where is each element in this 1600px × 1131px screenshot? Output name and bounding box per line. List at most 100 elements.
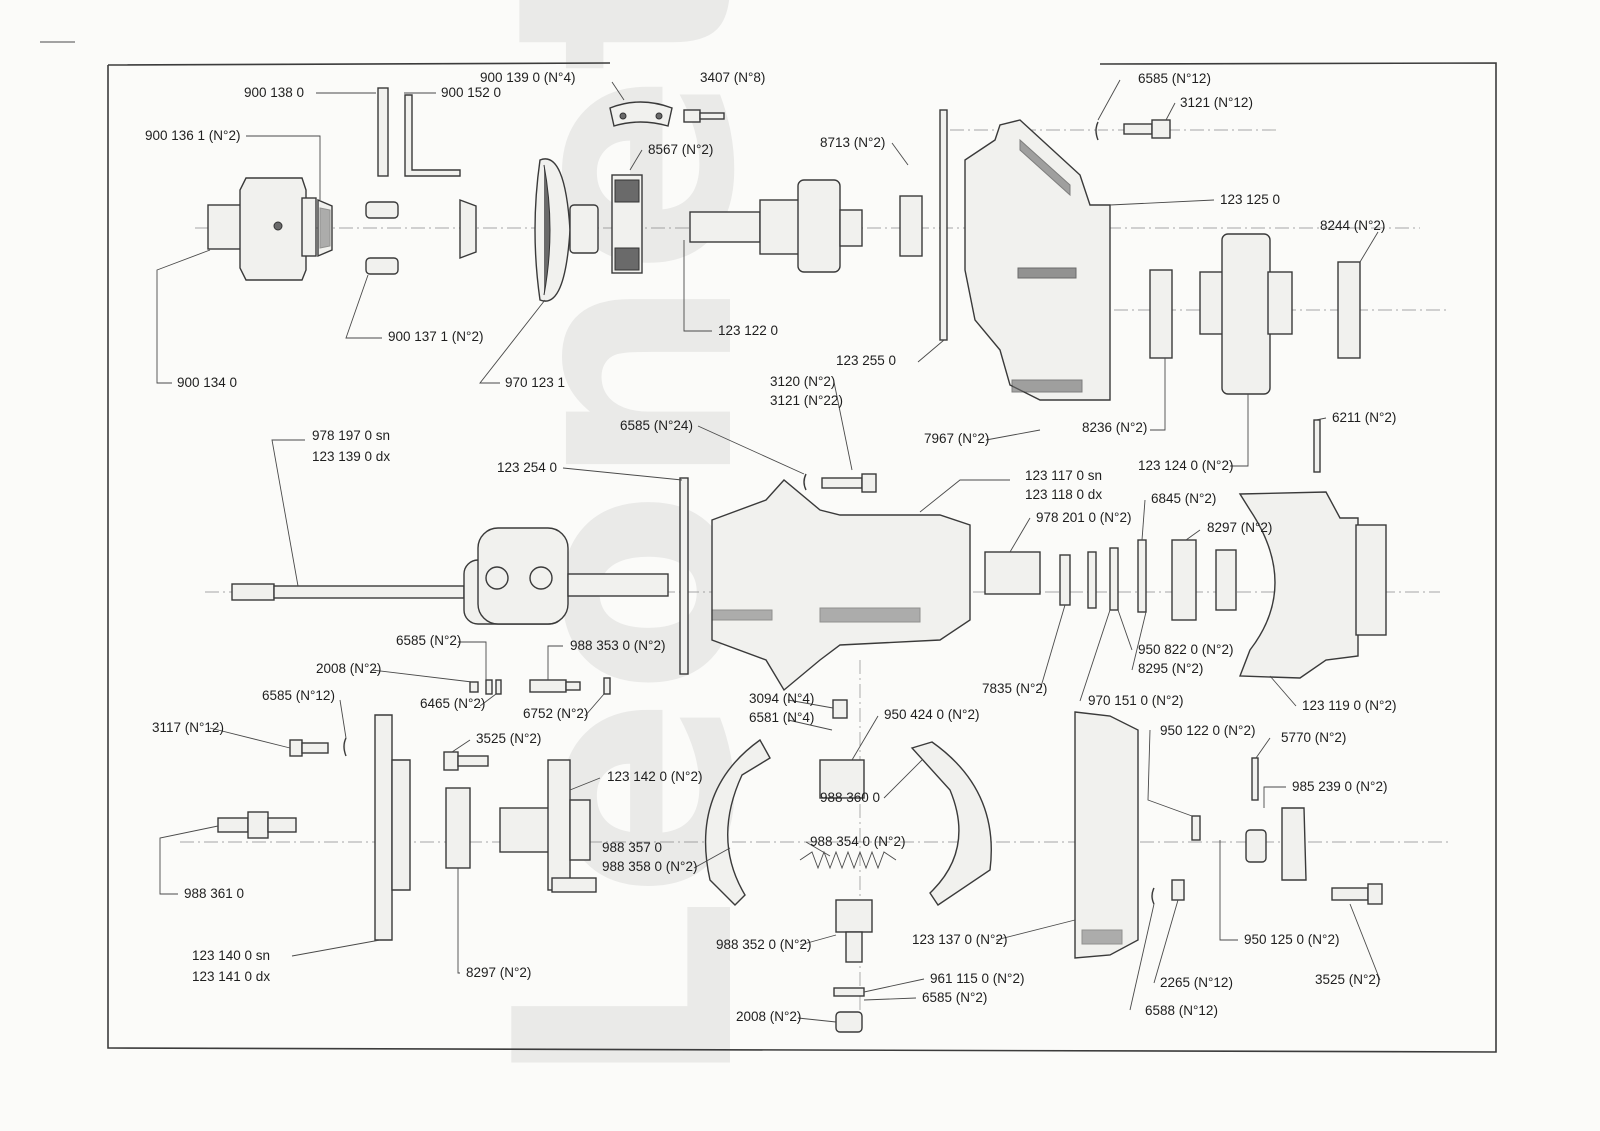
- bearing-8567: [611, 174, 643, 274]
- leader-l39: [1079, 609, 1111, 702]
- part-number-l14: 123 255 0: [836, 353, 896, 368]
- part-number-l66: 6585 (N°2): [922, 990, 987, 1005]
- part-number-l13: 123 122 0: [718, 323, 778, 338]
- gearbox-housing: [964, 119, 1111, 401]
- leader-l65: [1349, 903, 1381, 981]
- part-number-l59: 988 352 0 (N°2): [716, 937, 811, 952]
- leader-l20: [985, 429, 1041, 441]
- part-number-l24: 123 139 0 dx: [312, 449, 390, 464]
- gasket-123-255: [939, 109, 948, 341]
- gasket-123-254: [679, 477, 689, 675]
- part-number-l31: 8297 (N°2): [1207, 520, 1272, 535]
- part-number-l48: 950 122 0 (N°2): [1160, 723, 1255, 738]
- part-number-l26: 123 117 0 sn: [1025, 468, 1102, 483]
- rings-row: [1059, 539, 1237, 621]
- planet-gear-left: [317, 198, 333, 258]
- leader-l66: [863, 997, 917, 1001]
- leader-l31: [1185, 529, 1201, 541]
- leader-l17: [833, 381, 853, 471]
- part-number-l52: 985 239 0 (N°2): [1292, 779, 1387, 794]
- part-number-l41: 8295 (N°2): [1138, 661, 1203, 676]
- small-fittings-right: [1151, 757, 1383, 905]
- part-number-l19: 6585 (N°24): [620, 418, 693, 433]
- screw-3525-left: [443, 751, 489, 771]
- screw-3117: [289, 737, 347, 757]
- leader-l59: [799, 934, 837, 946]
- part-number-l35: 6585 (N°12): [262, 688, 335, 703]
- leader-l50: [1269, 675, 1297, 707]
- bearing-8713: [899, 195, 923, 257]
- part-number-l09: 3121 (N°12): [1180, 95, 1253, 110]
- bearing-8297-bottom: [445, 787, 471, 869]
- part-number-l49: 5770 (N°2): [1281, 730, 1346, 745]
- leader-l56: [159, 825, 219, 895]
- part-number-l37: 6752 (N°2): [523, 706, 588, 721]
- part-number-l30: 978 201 0 (N°2): [1036, 510, 1131, 525]
- part-number-l15: 900 134 0: [177, 375, 237, 390]
- brake-backplate: [374, 714, 411, 941]
- part-number-l38: 7835 (N°2): [982, 681, 1047, 696]
- leader-l21: [1150, 358, 1166, 431]
- leader-l67: [1129, 903, 1155, 1011]
- axle-shaft: [231, 527, 669, 625]
- part-number-l25: 123 254 0: [497, 460, 557, 475]
- part-number-l20: 7967 (N°2): [924, 431, 989, 446]
- leader-l12: [345, 274, 382, 339]
- leader-l49: [1255, 737, 1271, 759]
- brake-drum: [1074, 711, 1139, 959]
- screw-3121-top: [1095, 119, 1171, 141]
- leader-l07: [891, 142, 909, 166]
- spur-gear-123-124: [1199, 233, 1293, 395]
- part-number-l44: 950 424 0 (N°2): [884, 707, 979, 722]
- part-number-l65: 3525 (N°2): [1315, 972, 1380, 987]
- part-number-l04: 900 152 0: [441, 85, 501, 100]
- pinion-gears: [365, 198, 477, 275]
- part-number-l62: 8297 (N°2): [466, 965, 531, 980]
- bearing-8244: [1337, 261, 1361, 359]
- leader-l30: [1009, 517, 1031, 553]
- part-number-l10: 123 125 0: [1220, 192, 1280, 207]
- part-number-l39: 970 151 0 (N°2): [1088, 693, 1183, 708]
- return-spring: [799, 850, 897, 870]
- leader-l51: [883, 759, 923, 799]
- leader-l54: [693, 847, 731, 869]
- leader-l06: [629, 149, 643, 171]
- differential-case: [207, 177, 317, 281]
- leader-l33: [547, 645, 563, 680]
- leader-l46: [451, 739, 471, 753]
- leader-l13: [683, 240, 712, 332]
- leader-l52: [1263, 786, 1286, 808]
- spacer-978-201: [984, 551, 1041, 595]
- part-number-l47: 123 142 0 (N°2): [607, 769, 702, 784]
- leader-l05: [246, 135, 321, 200]
- leader-l19: [697, 425, 805, 475]
- leader-l35: [339, 699, 347, 739]
- bolt-3407: [683, 109, 725, 123]
- part-number-l07: 8713 (N°2): [820, 135, 885, 150]
- bearing-8236: [1149, 269, 1173, 359]
- part-number-l23: 978 197 0 sn: [312, 428, 390, 443]
- brake-shoe-right: [910, 741, 992, 906]
- part-number-l11: 8244 (N°2): [1320, 218, 1385, 233]
- leader-l61: [1219, 840, 1238, 941]
- part-number-l12: 900 137 1 (N°2): [388, 329, 483, 344]
- pins: [377, 87, 461, 177]
- leader-l23: [271, 439, 305, 587]
- part-number-l03: 3407 (N°8): [700, 70, 765, 85]
- leader-l22: [1315, 417, 1327, 421]
- bolt-3120: [803, 473, 877, 493]
- part-number-l54: 988 358 0 (N°2): [602, 859, 697, 874]
- leader-l55: [805, 841, 831, 857]
- leader-lines: [156, 79, 1381, 1023]
- part-number-l33: 988 353 0 (N°2): [570, 638, 665, 653]
- part-number-l27: 123 118 0 dx: [1025, 487, 1102, 502]
- part-number-l58: 123 141 0 dx: [192, 969, 270, 984]
- leader-l14: [917, 339, 945, 363]
- pinion-shaft: [689, 179, 863, 273]
- part-number-l61: 950 125 0 (N°2): [1244, 932, 1339, 947]
- leader-l63: [863, 978, 925, 993]
- leader-l44: [851, 715, 879, 761]
- leader-l64: [1153, 899, 1179, 984]
